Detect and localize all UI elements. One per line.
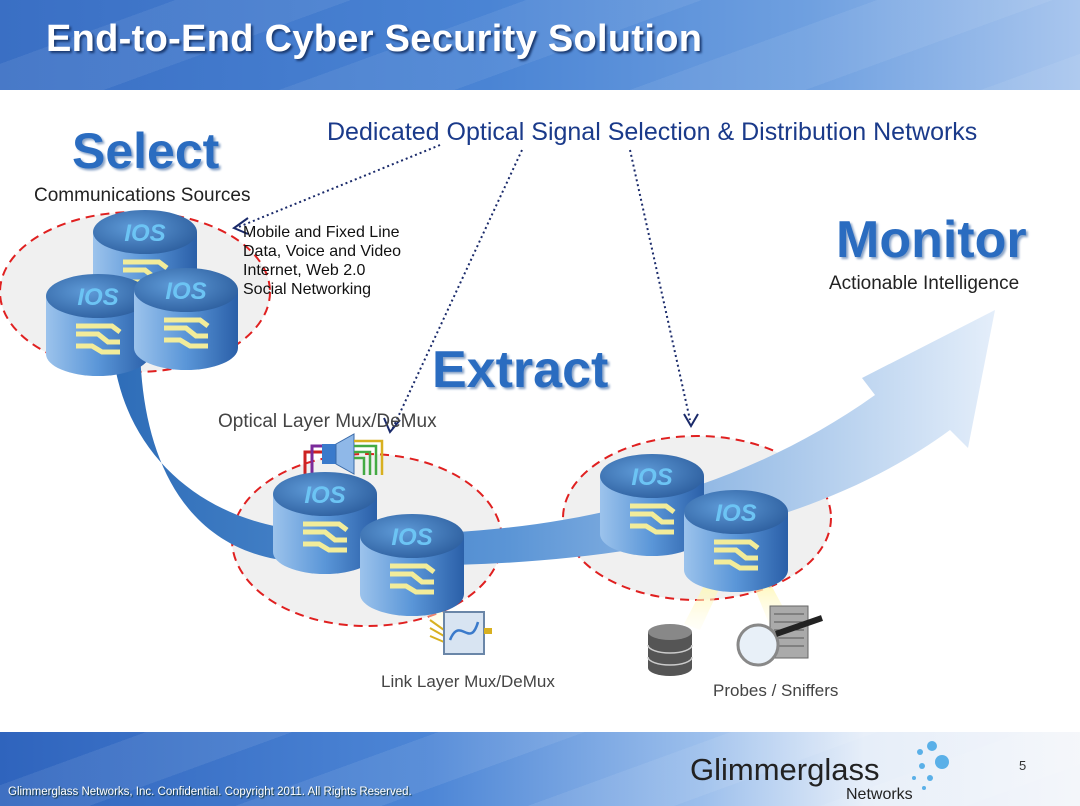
source-item: Mobile and Fixed Line [243, 224, 400, 241]
ios-node-monitor-1: IOS [600, 454, 704, 556]
arrowhead-sources [231, 217, 249, 235]
network-label: Dedicated Optical Signal Selection & Dis… [327, 118, 978, 146]
ios-node-select-1: IOS [93, 210, 197, 312]
link-mux-icon [429, 611, 492, 655]
connector-to-optical [391, 149, 523, 431]
monitor-heading: Monitor [836, 211, 1027, 269]
link-mux-label: Link Layer Mux/DeMux [381, 672, 555, 691]
ios-node-select-2: IOS [46, 274, 150, 376]
ios-node-label: IOS [165, 278, 206, 305]
source-item: Internet, Web 2.0 [243, 262, 366, 279]
ios-node-label: IOS [631, 464, 672, 491]
optical-mux-icon [303, 433, 384, 475]
footer-decoration [0, 732, 1080, 806]
source-item: Data, Voice and Video [243, 243, 402, 260]
logo-dots-icon [912, 741, 949, 790]
ios-node-extract-1: IOS [273, 472, 377, 574]
select-heading: Select [72, 123, 220, 179]
sniffer-icon [736, 605, 823, 667]
optical-mux-label: Optical Layer Mux/DeMux [218, 411, 437, 432]
ios-node-label: IOS [304, 482, 345, 509]
extract-heading: Extract [432, 341, 609, 399]
page-number: 5 [1019, 758, 1027, 773]
connector-to-monitor [629, 149, 691, 421]
ios-node-extract-2: IOS [360, 514, 464, 616]
ios-node-select-3: IOS [134, 268, 238, 370]
connector-lines [235, 144, 691, 431]
slide-header: End-to-End Cyber Security Solution [0, 0, 1080, 90]
company-logo: Glimmerglass [690, 752, 880, 787]
company-logo-sub: Networks [846, 786, 913, 803]
select-subheading: Communications Sources [34, 185, 251, 206]
monitor-subheading: Actionable Intelligence [829, 273, 1020, 294]
source-item: Social Networking [243, 281, 372, 298]
slide-title: End-to-End Cyber Security Solution [46, 18, 703, 60]
ios-node-label: IOS [715, 500, 756, 527]
slide-footer [0, 732, 1080, 806]
ios-node-label: IOS [391, 524, 432, 551]
arrowhead-optical [383, 417, 401, 434]
ios-node-label: IOS [124, 220, 165, 247]
ios-node-monitor-2: IOS [684, 490, 788, 592]
database-icon [647, 624, 693, 676]
connector-to-sources [235, 144, 441, 229]
probes-label: Probes / Sniffers [713, 681, 839, 700]
header-decoration [0, 0, 1080, 90]
copyright-text: Glimmerglass Networks, Inc. Confidential… [8, 786, 412, 798]
sources-list: Mobile and Fixed Line Data, Voice and Vi… [243, 223, 401, 299]
ios-node-label: IOS [77, 284, 118, 311]
arrowhead-monitor [683, 413, 699, 428]
